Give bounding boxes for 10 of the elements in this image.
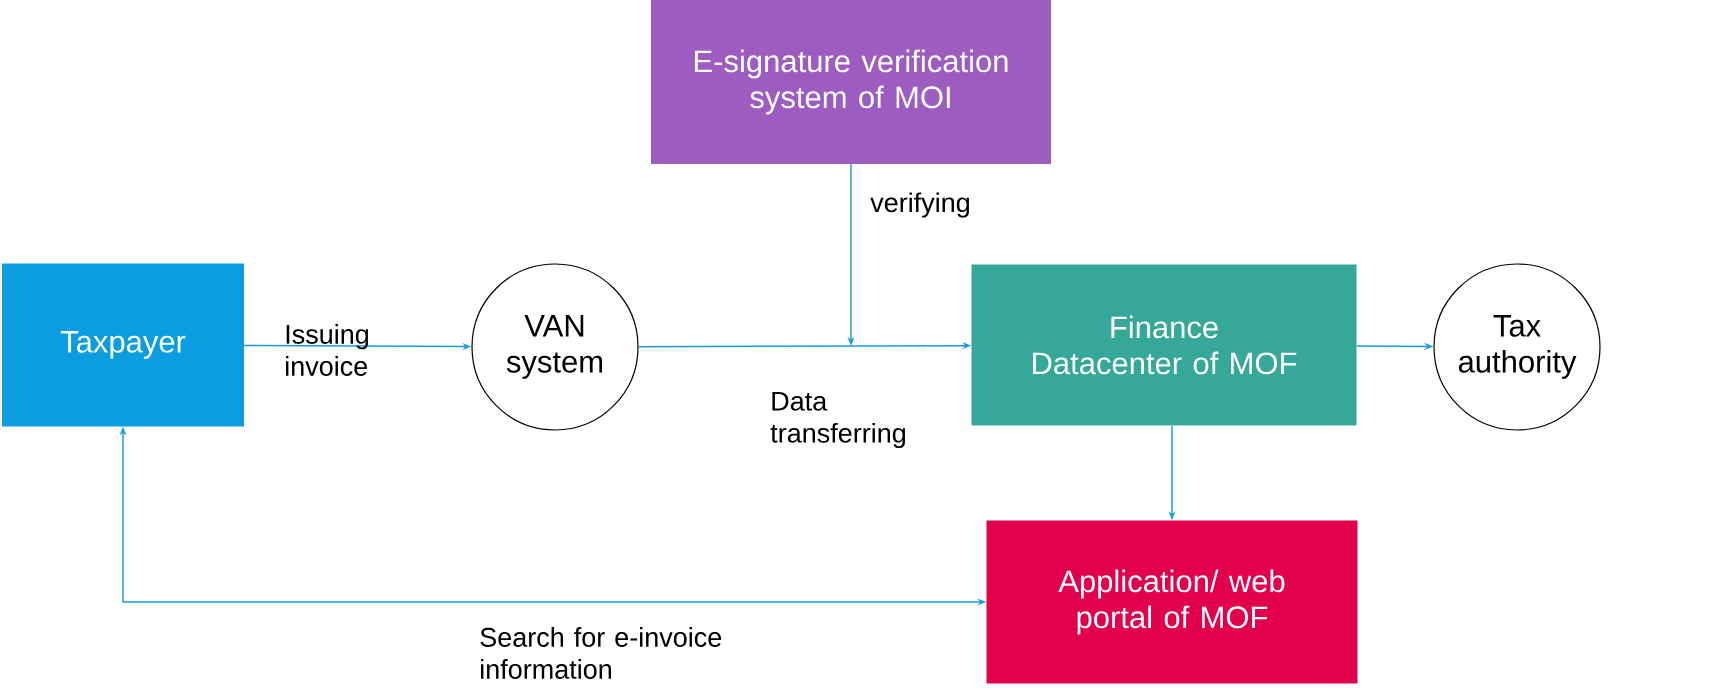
circle-node: VAN system xyxy=(471,263,639,431)
edge-label: Data transferring xyxy=(770,391,905,449)
process-box: E-signature verification system of MOI xyxy=(651,0,1051,164)
edge-label: verifying xyxy=(870,192,969,218)
edge-label: Search for e-invoice information xyxy=(480,627,722,679)
circle-node: Tax authority xyxy=(1433,263,1601,431)
edge-label: Issuing invoice xyxy=(286,324,368,376)
process-box: Application/ web portal of MOF xyxy=(986,520,1358,684)
process-box: Taxpayer xyxy=(2,263,244,427)
process-box: Finance Datacenter of MOF xyxy=(971,264,1357,426)
